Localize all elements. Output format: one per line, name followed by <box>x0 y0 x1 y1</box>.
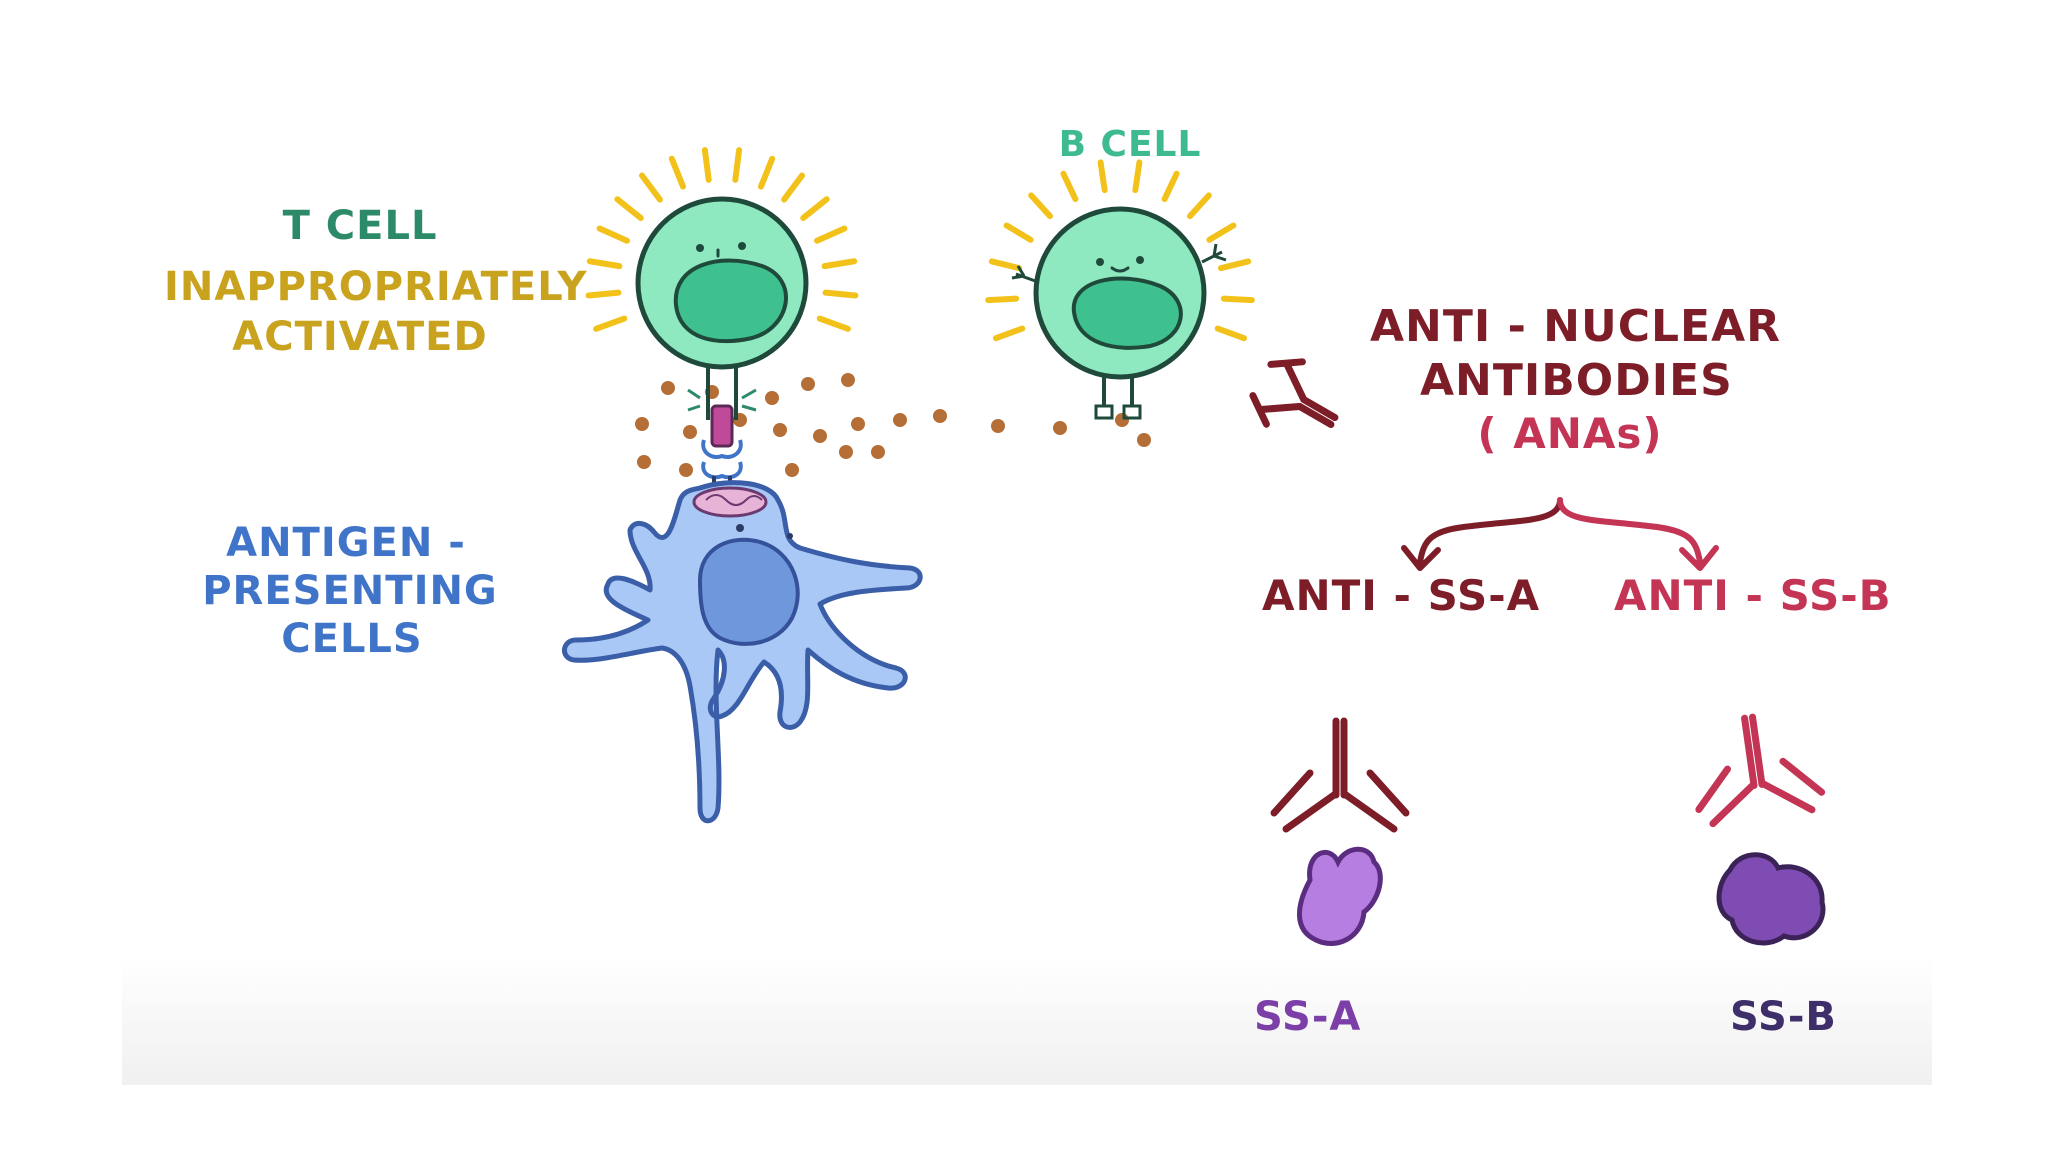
activation-ray <box>800 196 830 222</box>
cytokine-dot <box>813 429 827 443</box>
activation-ray <box>1161 170 1180 203</box>
cytokine-dot <box>661 381 675 395</box>
activation-ray <box>668 155 687 190</box>
cytokine-dot <box>851 417 865 431</box>
activation-ray <box>614 196 644 222</box>
activation-ray <box>1028 192 1053 220</box>
cytokine-dot <box>893 413 907 427</box>
whiteboard-background <box>122 0 1932 1085</box>
activation-ray <box>596 225 630 244</box>
anti-ssa-label: ANTI - SS-A <box>1262 571 1541 620</box>
ana-label-line1: ANTI - NUCLEAR <box>1370 301 1782 352</box>
cytokine-dot <box>841 373 855 387</box>
cytokine-dot <box>991 419 1005 433</box>
activated-label-line1: INAPPROPRIATELY <box>164 264 588 310</box>
t-cell-label: T CELL <box>282 203 438 249</box>
activation-rays-b-cell <box>985 159 1255 342</box>
activation-ray <box>585 289 622 299</box>
activation-ray <box>1220 295 1255 304</box>
activation-ray <box>821 258 858 270</box>
ssb-antigen-icon <box>1716 852 1826 946</box>
anti-ssb-label: ANTI - SS-B <box>1614 571 1892 620</box>
cytokine-dot <box>1137 433 1151 447</box>
activated-t-cell-icon <box>585 147 859 448</box>
activation-ray <box>992 325 1026 342</box>
cytokine-dot <box>933 409 947 423</box>
activation-ray <box>822 289 859 299</box>
cytokine-dot <box>773 423 787 437</box>
cytokine-dot <box>871 445 885 459</box>
dendritic-cell-icon <box>562 439 923 824</box>
activation-ray <box>1097 159 1108 194</box>
cytokine-dot <box>1115 413 1129 427</box>
cytokine-dot <box>801 377 815 391</box>
anti-ssa-antibody-icon <box>1270 717 1410 833</box>
b-cell-label: B CELL <box>1058 124 1202 165</box>
activation-ray <box>781 172 806 203</box>
activation-ray <box>1060 170 1079 203</box>
branch-brace-icon <box>1401 497 1719 571</box>
activation-ray <box>732 147 743 183</box>
activation-ray <box>985 295 1020 304</box>
activation-rays-t-cell <box>585 147 859 332</box>
activation-ray <box>1187 192 1212 220</box>
anti-ssb-antibody-icon <box>1695 713 1826 828</box>
cytokine-dot <box>683 425 697 439</box>
activation-ray <box>638 172 663 203</box>
ssb-label: SS-B <box>1730 994 1837 1040</box>
cytokine-dot <box>1053 421 1067 435</box>
activation-ray <box>586 258 623 270</box>
cytokine-dot <box>635 417 649 431</box>
activation-ray <box>1132 159 1143 194</box>
activation-ray <box>816 315 851 332</box>
cytokine-dot <box>679 463 693 477</box>
apc-label-line3: CELLS <box>281 616 423 662</box>
cytokine-dot <box>765 391 779 405</box>
free-antibody-icon <box>1249 358 1339 428</box>
activation-ray <box>1217 258 1252 272</box>
ssa-label: SS-A <box>1254 994 1362 1040</box>
cytokine-dot <box>839 445 853 459</box>
activation-ray <box>814 225 848 244</box>
b-cell-icon <box>985 159 1255 420</box>
activation-ray <box>1214 325 1248 342</box>
apc-label-line1: ANTIGEN - <box>226 520 466 566</box>
apc-label-line2: PRESENTING <box>202 568 498 614</box>
cytokine-dot <box>785 463 799 477</box>
activation-ray <box>988 258 1023 272</box>
cytokine-dot <box>637 455 651 469</box>
activation-ray <box>701 147 712 183</box>
activated-label-line2: ACTIVATED <box>232 314 488 360</box>
ssa-antigen-icon <box>1297 846 1383 946</box>
ana-label-line2: ANTIBODIES <box>1420 355 1733 406</box>
activation-ray <box>1003 222 1034 243</box>
ana-label-line3: ( ANAs) <box>1477 409 1663 458</box>
activation-ray <box>757 155 776 190</box>
activation-ray <box>1206 222 1237 243</box>
activation-ray <box>593 315 628 332</box>
